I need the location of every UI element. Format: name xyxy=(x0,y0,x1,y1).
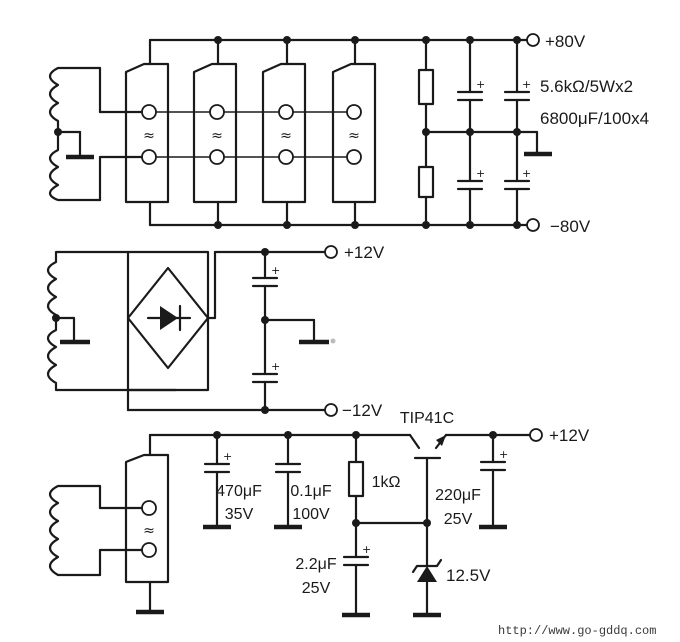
c2-voltage-label: 100V xyxy=(292,506,330,523)
svg-text:+: + xyxy=(271,264,280,277)
c2-value-label: 0.1μF xyxy=(290,483,331,500)
hv-supply-section: ≈ ≈ ≈ ≈ xyxy=(48,32,649,236)
c3-voltage-label: 25V xyxy=(444,511,473,528)
minus12-terminal xyxy=(324,403,338,417)
r-1k xyxy=(347,433,365,525)
r-value-label: 1kΩ xyxy=(372,474,401,491)
reg12-rectifier-block: ≈ xyxy=(124,433,170,615)
filter-capacitors: + + + + xyxy=(456,38,531,227)
sym12-transformer-secondary xyxy=(46,250,178,392)
resistor-spec-label: 5.6kΩ/5Wx2 xyxy=(540,77,633,96)
sym12-supply-section: + + +12V −12V xyxy=(46,243,385,420)
c1-voltage-label: 35V xyxy=(225,506,254,523)
reg12-supply-section: ≈ + xyxy=(48,410,590,618)
plus12-reg-label: +12V xyxy=(549,426,590,445)
c4-voltage-label: 25V xyxy=(302,580,331,597)
plus80-terminal xyxy=(526,33,540,47)
c1-value-label: 470μF xyxy=(216,483,262,500)
c3-value-label: 220μF xyxy=(435,487,481,504)
plus12-reg-terminal xyxy=(529,428,543,442)
c3-220uf: + xyxy=(479,433,508,530)
c4-2-2uf: + xyxy=(342,521,371,618)
c4-value-label: 2.2μF xyxy=(295,556,336,573)
reg12-transformer-secondary xyxy=(48,484,150,577)
rectifier-block-4: ≈ xyxy=(331,38,377,227)
watermark-url: http://www.go-gddq.com xyxy=(498,624,656,638)
c1-470uf: + xyxy=(203,433,232,530)
capacitor-spec-label: 6800μF/100x4 xyxy=(540,109,649,128)
svg-text:≈: ≈ xyxy=(348,128,360,144)
zener-voltage-label: 12.5V xyxy=(446,566,491,585)
plus12-sym-terminal xyxy=(324,245,338,259)
sym12-capacitors: + + xyxy=(251,250,280,412)
svg-text:≈: ≈ xyxy=(143,128,155,144)
c2-0-1uf xyxy=(274,433,302,530)
bridge-rectifier xyxy=(126,250,210,392)
transistor-label: TIP41C xyxy=(400,410,454,427)
minus80-terminal xyxy=(526,218,540,232)
minus80-label: −80V xyxy=(550,217,591,236)
tip41c-transistor xyxy=(408,433,448,472)
plus12-sym-label: +12V xyxy=(344,243,385,262)
minus12-label: −12V xyxy=(342,401,383,420)
svg-text:≈: ≈ xyxy=(143,523,155,539)
svg-text:+: + xyxy=(499,448,508,461)
plus80-label: +80V xyxy=(545,32,586,51)
svg-text:+: + xyxy=(271,360,280,373)
hv-transformer-secondary xyxy=(48,66,152,202)
svg-text:+: + xyxy=(476,167,485,180)
svg-text:+: + xyxy=(522,78,531,91)
svg-text:+: + xyxy=(362,543,371,556)
zener-diode xyxy=(411,521,443,618)
svg-text:+: + xyxy=(522,167,531,180)
rectifier-block-1: ≈ xyxy=(124,38,170,227)
rectifier-block-2: ≈ xyxy=(192,38,238,227)
rectifier-block-3: ≈ xyxy=(261,38,307,227)
svg-text:≈: ≈ xyxy=(211,128,223,144)
svg-text:+: + xyxy=(223,450,232,463)
svg-text:+: + xyxy=(476,78,485,91)
svg-text:≈: ≈ xyxy=(280,128,292,144)
